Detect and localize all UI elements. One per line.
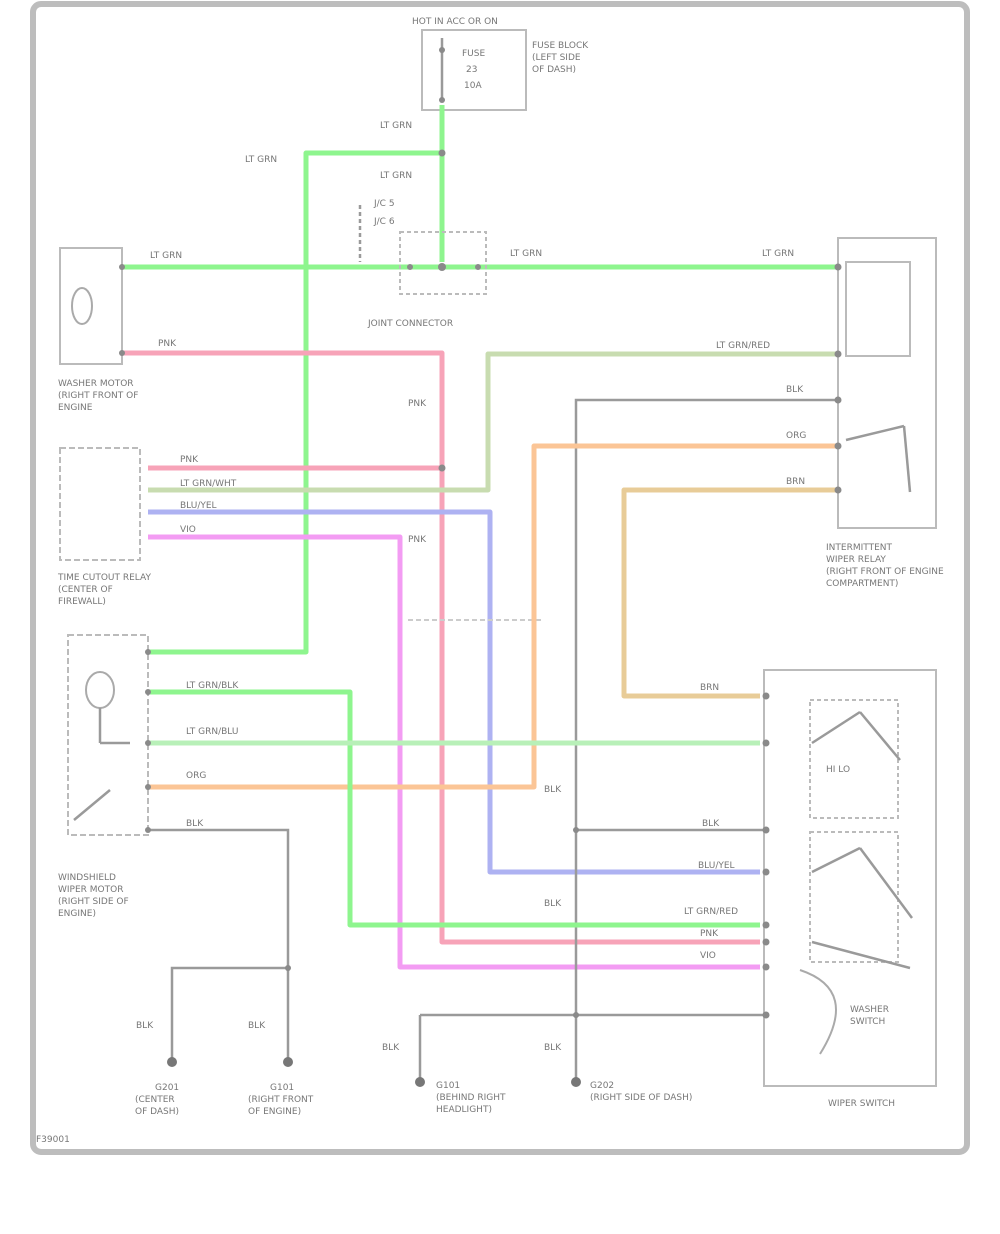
wire-label-blk-g4: BLK [544, 1043, 562, 1053]
wire-label-blk-g1: BLK [136, 1021, 154, 1031]
wire-label-ltgrn-red-switch: LT GRN/RED [684, 907, 738, 917]
wire-label-top-fuse: LT GRN [380, 121, 412, 131]
corner-code: F39001 [36, 1135, 70, 1145]
wire-label-tan-right: BRN [786, 477, 805, 487]
wire-label-blk-switch: BLK [702, 819, 720, 829]
connector-nodes [119, 149, 842, 1019]
wire-label-center-vertical: LT GRN [380, 171, 412, 181]
wire-label-blu-switch: BLU/YEL [698, 861, 735, 871]
wire-label-blu-left: BLU/YEL [180, 501, 217, 511]
wire-label-blk-left: BLK [186, 819, 204, 829]
wire-label-blk-right: BLK [786, 385, 804, 395]
wire-label-pnk-top: PNK [158, 339, 177, 349]
wire-label-org-right: ORG [786, 431, 806, 441]
jc-pin-1: J/C 5 [373, 199, 395, 209]
fuse-amp-label: 10A [464, 81, 482, 91]
wire-tan [621, 487, 838, 699]
wire-label-right-end: LT GRN [762, 249, 794, 259]
fuse-header-label: HOT IN ACC OR ON [412, 17, 498, 27]
wire-label-left-vertical: LT GRN [245, 155, 277, 165]
wire-label-blk-g2: BLK [248, 1021, 266, 1031]
wire-label-vio-switch: VIO [700, 951, 716, 961]
wire-label-ltgrn-blk: LT GRN/BLK [186, 681, 239, 691]
wire-label-org-left: ORG [186, 771, 206, 781]
wire-label-blk-mid1: BLK [544, 785, 562, 795]
wire-pink_violet [148, 534, 760, 970]
wire-label-tan-switch: BRN [700, 683, 719, 693]
wiper-switch-label: WIPER SWITCH [828, 1099, 895, 1109]
wire-label-pnk-mid: PNK [408, 399, 427, 409]
wire-lt_grn_red [148, 351, 838, 493]
wire-label-ltgrn-red-right: LT GRN/RED [716, 341, 770, 351]
wire-label-ltgrn-blu: LT GRN/BLU [186, 727, 238, 737]
wire-label-violet-mid: PNK [408, 535, 427, 545]
lt-grn-wires [122, 105, 838, 655]
hi-lo-label: HI LO [826, 765, 850, 775]
wire-label-right-horizontal: LT GRN [510, 249, 542, 259]
wire-label-violet-left: VIO [180, 525, 196, 535]
wire-lt_grn [148, 150, 442, 655]
wire-orange [148, 443, 838, 790]
jc-pin-2: J/C 6 [373, 217, 395, 227]
fuse-name-label: FUSE [462, 49, 485, 59]
joint-connector: J/C 5 J/C 6 JOINT CONNECTOR [358, 199, 487, 329]
joint-connector-label: JOINT CONNECTOR [367, 319, 453, 329]
wire-blue [148, 509, 760, 875]
wire-label-blk-g3: BLK [382, 1043, 400, 1053]
wire-label-pnk-left: PNK [180, 455, 199, 465]
diagram-frame [30, 1, 970, 1155]
wire-label-pnk-switch: PNK [700, 929, 719, 939]
wire-label-left-horizontal: LT GRN [150, 251, 182, 261]
wire-label-ltgrn-wht: LT GRN/WHT [180, 479, 237, 489]
wire-lt_grn [148, 689, 760, 928]
fuse-block: HOT IN ACC OR ON FUSE 23 10A FUSE BLOCK(… [412, 17, 589, 111]
wire-pnk [122, 350, 760, 945]
wire-label-blk-mid2: BLK [544, 899, 562, 909]
ground-g4-label: G202(RIGHT SIDE OF DASH) [590, 1081, 692, 1103]
fuse-number-label: 23 [466, 65, 477, 75]
